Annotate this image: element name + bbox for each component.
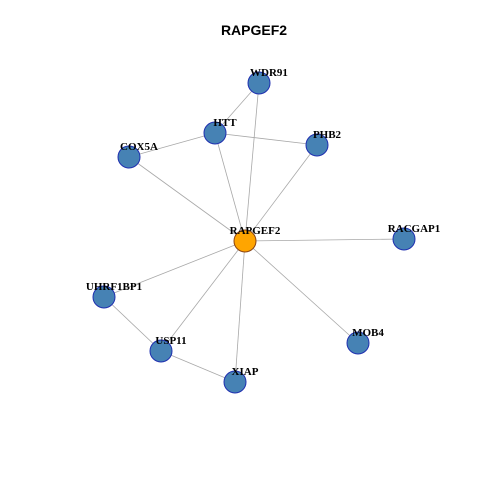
node-rapgef2 (233, 229, 257, 253)
node-layer (92, 71, 416, 394)
node-label-phb2: PHB2 (313, 129, 342, 141)
node-mob4 (346, 331, 370, 355)
edge-rapgef2-xiap (234, 240, 246, 383)
node-label-htt: HTT (213, 117, 237, 129)
node-uhrf1bp1 (92, 285, 116, 309)
node-htt (203, 121, 227, 145)
node-xiap (223, 370, 247, 394)
node-label-racgap1: RACGAP1 (388, 223, 441, 235)
node-wdr91 (247, 71, 271, 95)
node-label-rapgef2: RAPGEF2 (230, 225, 281, 237)
diagram-title: RAPGEF2 (221, 22, 287, 38)
edge-htt-cox5a (128, 132, 216, 158)
node-label-usp11: USP11 (155, 335, 186, 347)
edge-rapgef2-phb2 (244, 144, 318, 242)
node-racgap1 (392, 227, 416, 251)
node-label-mob4: MOB4 (352, 327, 384, 339)
node-label-uhrf1bp1: UHRF1BP1 (86, 281, 142, 293)
node-usp11 (149, 339, 173, 363)
node-label-xiap: XIAP (232, 366, 259, 378)
edge-rapgef2-uhrf1bp1 (103, 240, 246, 298)
edge-rapgef2-mob4 (244, 240, 359, 344)
node-cox5a (117, 145, 141, 169)
node-phb2 (305, 133, 329, 157)
edge-rapgef2-usp11 (160, 240, 246, 352)
node-label-wdr91: WDR91 (250, 67, 288, 79)
edge-uhrf1bp1-usp11 (103, 296, 162, 352)
edge-rapgef2-racgap1 (244, 238, 405, 242)
node-label-cox5a: COX5A (120, 141, 158, 153)
edge-rapgef2-wdr91 (244, 82, 260, 242)
edge-layer (103, 82, 405, 383)
edge-htt-phb2 (214, 132, 318, 146)
edge-usp11-xiap (160, 350, 236, 383)
edge-rapgef2-cox5a (128, 156, 246, 242)
edge-rapgef2-htt (214, 132, 246, 242)
